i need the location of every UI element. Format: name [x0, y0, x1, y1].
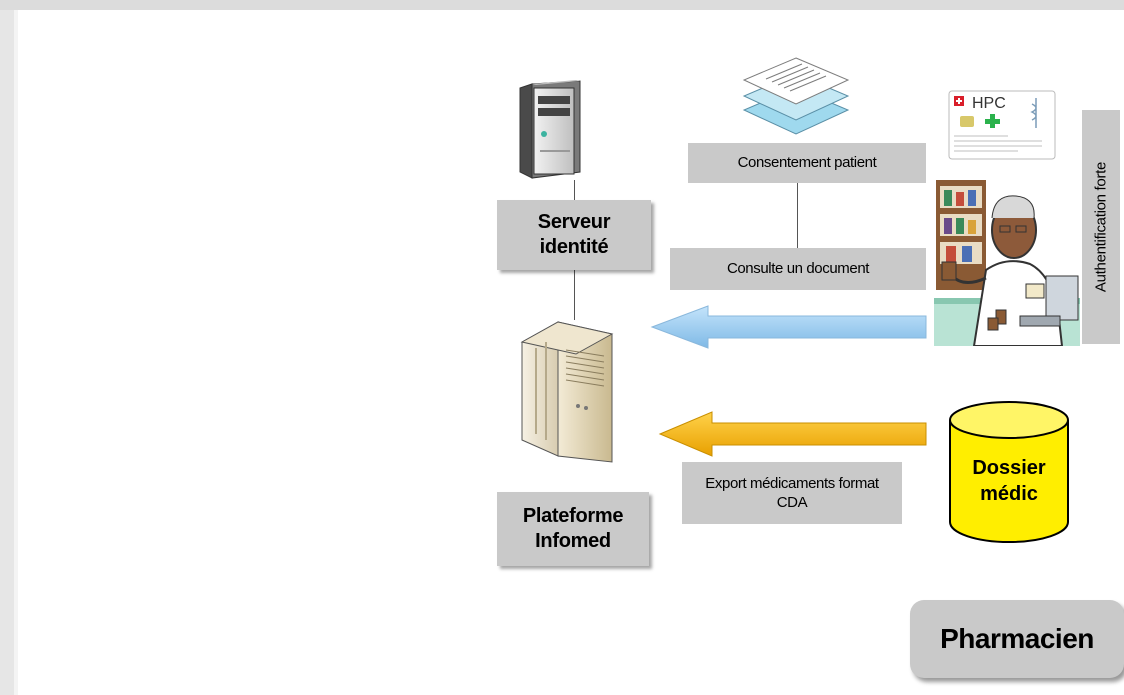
identity-server-label: Serveur identité — [497, 200, 651, 270]
hpc-card-text: HPC — [972, 95, 1006, 112]
export-arrow-icon — [658, 411, 927, 457]
export-label: Export médicaments format CDA — [682, 462, 902, 524]
document-stack-icon — [742, 57, 850, 135]
medication-database-icon — [949, 401, 1069, 543]
connector-consent-consult-line — [797, 182, 798, 248]
connector-identity-platform-line — [574, 270, 575, 320]
identity-server-icon — [519, 80, 581, 179]
consult-label: Consulte un document — [670, 248, 926, 290]
database-label: Dossier médic — [972, 457, 1046, 505]
consent-text: Consentement patient — [737, 154, 877, 172]
strong-auth-text: Authentification forte — [1092, 161, 1110, 293]
strong-auth-label: Authentification forte — [1082, 110, 1120, 344]
hpc-card-icon: HPC — [948, 90, 1056, 160]
platform-label: Plateforme Infomed — [497, 492, 649, 566]
role-badge: Pharmacien — [910, 600, 1124, 678]
frame-left — [0, 10, 14, 695]
frame-top — [0, 0, 1124, 10]
platform-text: Plateforme Infomed — [522, 505, 624, 552]
consult-text: Consulte un document — [726, 260, 870, 278]
pharmacist-illustration-icon — [934, 178, 1080, 346]
frame-left-inner — [14, 10, 18, 695]
role-text: Pharmacien — [940, 623, 1094, 654]
consent-label: Consentement patient — [688, 143, 926, 183]
export-text: Export médicaments format CDA — [705, 474, 879, 512]
identity-server-text: Serveur identité — [537, 211, 611, 258]
platform-server-icon — [520, 321, 614, 463]
connector-server-identity-line — [574, 180, 575, 200]
consult-arrow-icon — [650, 305, 927, 349]
